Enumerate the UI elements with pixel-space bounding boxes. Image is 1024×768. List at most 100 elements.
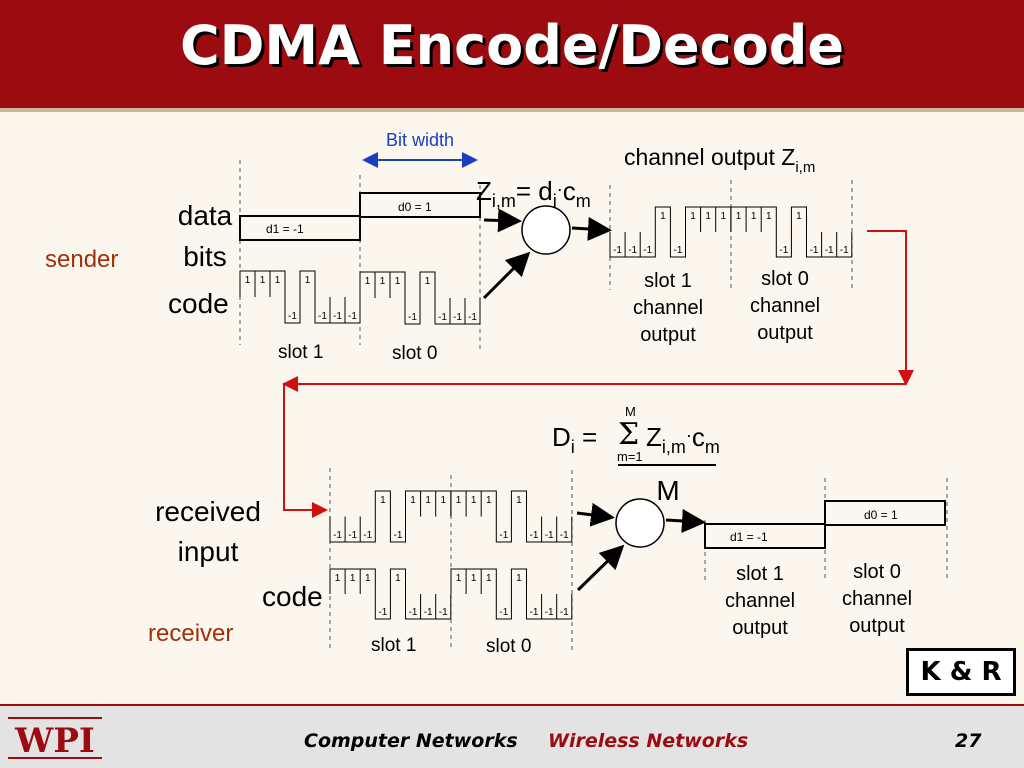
channel-return-path — [283, 383, 906, 518]
sum-symbol: Σ — [618, 417, 639, 452]
decoded-slot0-line3: output — [849, 615, 905, 637]
channel-slot0-output-line2: channel — [750, 295, 820, 317]
channel-slot0-chip-label: -1 — [810, 245, 819, 256]
sender-code-slot0-chip-label: 1 — [380, 276, 386, 287]
sender-code-slot1-chip-label: -1 — [348, 311, 357, 322]
decoded-slot1-line3: output — [732, 617, 788, 639]
channel-slot0-chip-label: -1 — [779, 245, 788, 256]
receiver-code-slot1-chip-label: -1 — [424, 607, 433, 618]
sender-code-slot1-chip-label: 1 — [275, 275, 281, 286]
wpi-logo: WPI — [8, 717, 102, 761]
channel-to-receiver-path — [867, 230, 914, 386]
channel-slot0-chip-label: 1 — [796, 211, 802, 222]
receiver-code-slot0-chip-label: 1 — [486, 573, 492, 584]
received-slot1-chip-label: -1 — [348, 530, 357, 541]
data-bit-d1-box — [239, 215, 361, 241]
sender-code-slot1-trace — [239, 270, 361, 324]
channel-slot1-chip-label: -1 — [628, 245, 637, 256]
decoded-d1-box — [704, 523, 826, 549]
channel-output-label: channel output Zi,m — [624, 144, 815, 176]
receiver-code-slot1-chip-label: 1 — [365, 573, 371, 584]
bit-width-label: Bit width — [386, 130, 454, 150]
data-bits-label-line2: bits — [183, 241, 227, 272]
channel-slot1-chip-label: 1 — [690, 211, 696, 222]
receiver-code-slot0-trace — [450, 568, 573, 620]
multiplier-to-channel-arrow — [571, 216, 612, 241]
channel-slot1-chip-label: 1 — [720, 211, 726, 222]
channel-slot0-output-line1: slot 0 — [761, 268, 809, 290]
received-slot0-chip-label: -1 — [560, 530, 569, 541]
title-bar: CDMA Encode/Decode — [0, 0, 1024, 108]
receiver-slot1-label: slot 1 — [371, 635, 416, 656]
channel-slot1-trace — [609, 206, 732, 258]
encode-formula: Zi,m= di·cm — [476, 176, 591, 211]
decoded-d0-box — [824, 500, 946, 526]
sender-code-slot1-chip-label: 1 — [245, 275, 251, 286]
sender-code-slot1-chip-label: 1 — [305, 275, 311, 286]
decoded-d0-label: d0 = 1 — [864, 508, 898, 522]
received-slot0-chip-label: 1 — [456, 495, 462, 506]
decoded-slot1-line2: channel — [725, 590, 795, 612]
sum-upper-limit: M — [625, 404, 636, 419]
code-to-decoder-arrow — [576, 544, 625, 592]
decoder-multiplier-circle — [615, 498, 665, 548]
channel-slot0-chip-label: 1 — [751, 211, 757, 222]
receiver-code-slot1-chip-label: 1 — [395, 573, 401, 584]
receiver-code-slot1-chip-label: -1 — [378, 607, 387, 618]
decode-denominator: M — [656, 475, 679, 506]
sender-slot0-label: slot 0 — [392, 343, 437, 364]
channel-slot0-output-line3: output — [757, 322, 813, 344]
receiver-code-slot0-chip-label: 1 — [456, 573, 462, 584]
decoded-d1-label: d1 = -1 — [730, 530, 768, 544]
received-slot1-chip-label: 1 — [440, 495, 446, 506]
received-slot1-chip-label: 1 — [425, 495, 431, 506]
channel-slot1-chip-label: -1 — [613, 245, 622, 256]
receiver-code-slot1-chip-label: -1 — [409, 607, 418, 618]
sender-code-slot0-chip-label: -1 — [408, 312, 417, 323]
received-slot0-trace — [450, 490, 573, 543]
sum-lower-limit: m=1 — [617, 449, 643, 464]
received-slot0-chip-label: -1 — [499, 530, 508, 541]
footer-bar: WPI Computer Networks Wireless Networks … — [0, 704, 1024, 768]
received-slot1-trace — [329, 490, 452, 543]
slide-title: CDMA Encode/Decode — [179, 14, 845, 77]
channel-slot0-trace — [730, 206, 853, 258]
received-slot1-chip-label: -1 — [393, 530, 402, 541]
channel-slot1-output-line3: output — [640, 324, 696, 346]
receiver-code-slot0-chip-label: -1 — [560, 607, 569, 618]
receiver-code-slot0-chip-label: -1 — [545, 607, 554, 618]
received-slot1-chip-label: -1 — [333, 530, 342, 541]
title-underline — [0, 108, 1024, 112]
sender-code-slot0-chip-label: -1 — [468, 312, 477, 323]
kr-badge: K & R — [906, 648, 1016, 696]
channel-slot0-chip-label: -1 — [840, 245, 849, 256]
receiver-code-slot1-trace — [329, 568, 452, 620]
decode-formula-numerator: Di = — [552, 422, 597, 457]
sender-code-slot0-chip-label: 1 — [365, 276, 371, 287]
sender-label: sender — [45, 246, 118, 273]
data-bits-label-line1: data — [178, 200, 233, 231]
channel-slot-guides — [609, 180, 853, 290]
received-slot0-chip-label: -1 — [530, 530, 539, 541]
footer-topic: Wireless Networks — [548, 730, 749, 752]
sender-data-bits: d1 = -1 d0 = 1 — [239, 192, 481, 241]
receiver-code-slot1-chip-label: 1 — [350, 573, 356, 584]
decoded-slot0-line2: channel — [842, 588, 912, 610]
channel-slot1-output-line2: channel — [633, 297, 703, 319]
footer-page-number: 27 — [955, 730, 982, 752]
encoder-multiplier-circle — [521, 205, 571, 255]
channel-slot1-output-line1: slot 1 — [644, 270, 692, 292]
received-input-label-line1: received — [155, 496, 261, 527]
sender-code-slot1-chip-label: -1 — [288, 311, 297, 322]
data-bit-d0-box — [359, 192, 481, 218]
receiver-code-slot0-chip-label: 1 — [471, 573, 477, 584]
decoded-data-bits: d1 = -1 d0 = 1 — [704, 500, 946, 549]
receiver-code-slot1-chip-label: -1 — [439, 607, 448, 618]
receiver-code-slot0-chip-label: 1 — [516, 573, 522, 584]
sender-code-slot0-chip-label: 1 — [395, 276, 401, 287]
